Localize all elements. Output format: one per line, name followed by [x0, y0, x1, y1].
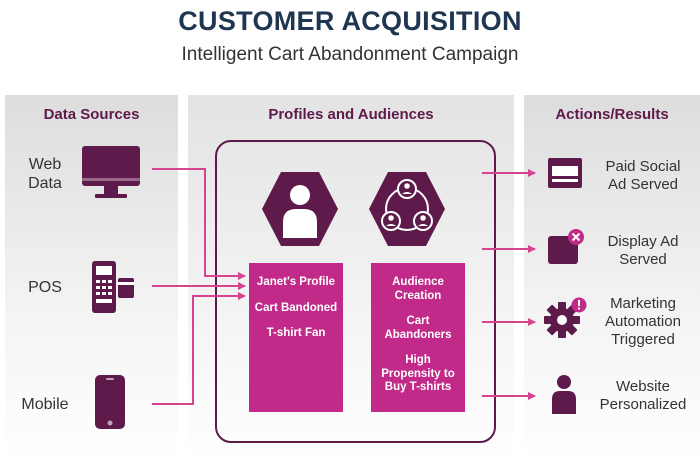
audience-network-icon [381, 179, 433, 231]
source-web-label: Web Data [10, 155, 80, 193]
user-icon [552, 375, 576, 414]
result-paid-social-line-1: Paid Social [605, 158, 681, 175]
ad-window-icon [548, 158, 582, 188]
gear-alert-icon [544, 297, 587, 338]
result-display-ad-line-1: Display Ad [607, 233, 679, 250]
audience-propensity-line-3: Buy T-shirts [384, 381, 452, 393]
result-marketing-label: Marketing Automation Triggered [588, 295, 698, 349]
person-icon [283, 185, 317, 238]
source-web-line-1: Web [28, 156, 62, 173]
sources-header: Data Sources [43, 106, 140, 123]
profile-line-cart: Cart Bandoned [254, 301, 338, 314]
audience-creation: Audience Creation [371, 276, 465, 303]
result-connectors [482, 169, 536, 400]
audience-cart-line-2: Abandoners [384, 328, 452, 341]
result-marketing-line-1: Marketing [610, 295, 676, 312]
audience-cart-abandoners: Cart Abandoners [371, 315, 465, 342]
page-title: CUSTOMER ACQUISITION [178, 6, 522, 36]
page-subtitle: Intelligent Cart Abandonment Campaign [181, 44, 519, 65]
result-website-line-2: Personalized [599, 396, 687, 413]
profiles-container [215, 140, 496, 443]
profile-line-interest: T-shirt Fan [266, 327, 326, 339]
audience-cart-line-1: Cart [406, 315, 430, 327]
source-pos-label: POS [10, 278, 80, 297]
monitor-icon [82, 146, 140, 198]
source-pos-line-1: POS [28, 279, 62, 296]
profiles-header: Profiles and Audiences [268, 106, 434, 123]
audience-propensity-line-2: Propensity to [381, 367, 455, 380]
mobile-phone-icon [95, 375, 125, 429]
source-web-line-2: Data [28, 175, 62, 192]
result-display-ad-label: Display Ad Served [588, 233, 698, 269]
pos-terminal-icon [92, 261, 134, 313]
source-mobile-line-1: Mobile [21, 396, 69, 413]
audience-card: Audience Creation Cart Abandoners High P… [371, 263, 465, 412]
person-hexagon [262, 172, 338, 246]
result-website-label: Website Personalized [588, 378, 698, 414]
display-ad-icon [548, 229, 584, 264]
result-website-line-1: Website [616, 378, 670, 395]
audience-propensity-line-1: High [405, 354, 431, 366]
audience-high-propensity: High Propensity to Buy T-shirts [371, 354, 465, 395]
source-connectors [152, 168, 246, 405]
result-display-ad-line-2: Served [619, 251, 667, 268]
profile-card: Janet's Profile Cart Bandoned T-shirt Fa… [249, 263, 343, 412]
audience-hexagon [369, 172, 445, 246]
audience-creation-line-1: Audience [392, 276, 444, 288]
results-header: Actions/Results [555, 106, 669, 123]
result-paid-social-line-2: Ad Served [607, 176, 679, 193]
audience-creation-line-2: Creation [394, 289, 442, 302]
profile-line-name: Janet's Profile [256, 276, 336, 288]
result-paid-social-label: Paid Social Ad Served [588, 158, 698, 194]
result-marketing-line-2: Automation [605, 313, 681, 330]
source-mobile-label: Mobile [10, 395, 80, 414]
result-marketing-line-3: Triggered [611, 331, 675, 348]
